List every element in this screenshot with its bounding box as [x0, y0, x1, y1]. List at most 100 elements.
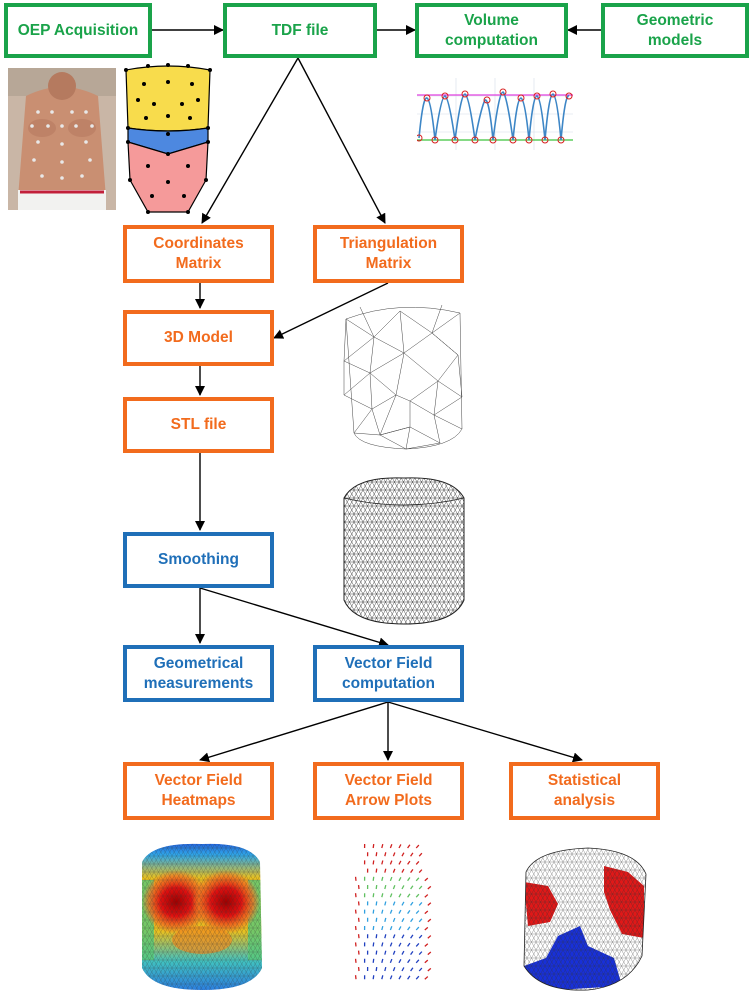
vector-arrow	[401, 852, 405, 857]
3d-model-box: 3D Model	[123, 310, 274, 366]
volume-computation-box: Volume computation	[415, 3, 568, 58]
vector-arrow	[375, 901, 378, 906]
vector-arrow	[384, 884, 387, 890]
triangulation-matrix-box: Triangulation Matrix	[313, 225, 464, 283]
vector-arrow	[389, 942, 393, 947]
vector-arrow	[372, 860, 375, 865]
vector-arrow	[410, 918, 414, 923]
vector-arrow	[389, 844, 393, 849]
vector-arrow	[401, 934, 405, 939]
vector-arrow	[415, 959, 420, 964]
vector-arrow	[418, 852, 423, 857]
statistical-map	[523, 847, 647, 991]
vector-arrow	[427, 902, 432, 906]
vector-arrow	[372, 909, 375, 914]
vector-arrow	[418, 967, 423, 972]
arrow-vectorfield-to-heatmaps	[199, 701, 389, 763]
vector-arrow	[381, 876, 384, 881]
vector-arrow	[392, 934, 396, 939]
vector-arrow	[401, 967, 405, 972]
vector-arrow	[392, 917, 396, 923]
vector-arrow	[401, 868, 405, 873]
vector-field-computation-line2: computation	[342, 674, 435, 692]
vector-arrow	[389, 860, 393, 865]
triangulation-matrix-line1: Triangulation	[339, 235, 438, 252]
vector-arrow	[424, 894, 429, 898]
vector-arrow	[410, 934, 414, 939]
triangulation-matrix-line2: Matrix	[365, 255, 412, 272]
vector-field-arrow-plots-line1: Vector Field	[344, 772, 433, 789]
vector-arrow	[389, 876, 393, 882]
vector-arrow	[418, 951, 423, 956]
vector-arrow	[424, 910, 429, 915]
vector-arrow	[401, 950, 405, 955]
vector-field-arrow-plots-line2: Arrow Plots	[345, 792, 432, 809]
vector-field-computation-line1: Vector Field	[344, 654, 433, 672]
vector-arrow	[424, 877, 429, 882]
vector-arrow	[398, 958, 402, 964]
vector-arrow	[392, 967, 396, 972]
volume-computation-line1: Volume	[464, 11, 519, 29]
vector-arrow	[375, 852, 378, 857]
geometrical-measurements-line1: Geometrical	[153, 654, 244, 672]
3d-model-label: 3D Model	[164, 329, 233, 346]
raw-mesh-wireframe	[343, 304, 463, 450]
vector-arrow	[427, 885, 432, 890]
vector-arrow	[424, 943, 429, 947]
vector-arrow	[415, 942, 420, 947]
vector-arrow	[389, 909, 393, 914]
vector-arrow	[381, 942, 384, 947]
vector-arrow	[381, 975, 384, 980]
vector-arrow	[392, 868, 396, 873]
arrow-vectorfield-to-statistical	[387, 701, 583, 763]
geometrical-measurements-box: Geometrical measurements	[123, 645, 274, 702]
vector-arrow	[407, 926, 411, 931]
vector-arrow	[407, 975, 411, 980]
vector-arrow	[427, 951, 432, 956]
vector-arrow	[410, 852, 414, 857]
vector-arrow	[384, 917, 387, 922]
geometrical-measurements-line2: measurements	[143, 674, 254, 692]
vector-arrow	[415, 910, 420, 915]
vector-arrow	[407, 877, 411, 882]
vector-arrow	[424, 959, 429, 964]
vector-arrow	[415, 926, 420, 931]
vector-arrow	[392, 901, 396, 906]
arrow-tdf-to-triangulation	[297, 57, 386, 224]
vector-arrow	[407, 893, 411, 898]
vector-arrow	[401, 885, 405, 890]
stl-file-box: STL file	[123, 397, 274, 453]
vector-field-arrow-plots-box: Vector Field Arrow Plots	[313, 762, 464, 820]
smoothing-box: Smoothing	[123, 532, 274, 588]
arrow-smoothing-to-vectorfield	[199, 587, 389, 648]
statistical-analysis-line1: Statistical	[547, 772, 622, 789]
vector-arrow	[375, 884, 378, 890]
volume-signal-plot	[417, 78, 573, 150]
vector-arrow	[375, 917, 378, 922]
vector-arrow	[418, 869, 423, 874]
vector-arrow	[381, 893, 384, 898]
vector-arrow	[381, 843, 384, 849]
vector-arrow	[415, 877, 420, 882]
vector-field-heatmaps-line2: Heatmaps	[161, 792, 236, 809]
arrow-triangulation-to-3dmodel	[273, 282, 389, 339]
arrow-tdf-to-coordinates	[201, 57, 299, 224]
vector-arrow	[407, 860, 411, 865]
vector-arrow	[410, 868, 414, 873]
vector-arrow	[372, 876, 375, 881]
vector-arrow	[381, 925, 384, 931]
vector-arrow	[389, 926, 393, 931]
vector-arrow	[392, 885, 396, 890]
torso-photo-with-markers	[8, 68, 116, 210]
vector-arrow	[427, 918, 432, 923]
vector-arrow	[407, 844, 411, 849]
vector-arrow	[398, 975, 402, 980]
geometric-models-line2: models	[647, 31, 703, 49]
geometric-models-box: Geometric models	[601, 3, 749, 58]
vector-arrow	[424, 976, 429, 980]
vector-arrow	[392, 852, 396, 857]
vector-arrow	[415, 893, 420, 898]
vector-arrow	[375, 966, 378, 972]
vector-arrow	[384, 852, 387, 857]
